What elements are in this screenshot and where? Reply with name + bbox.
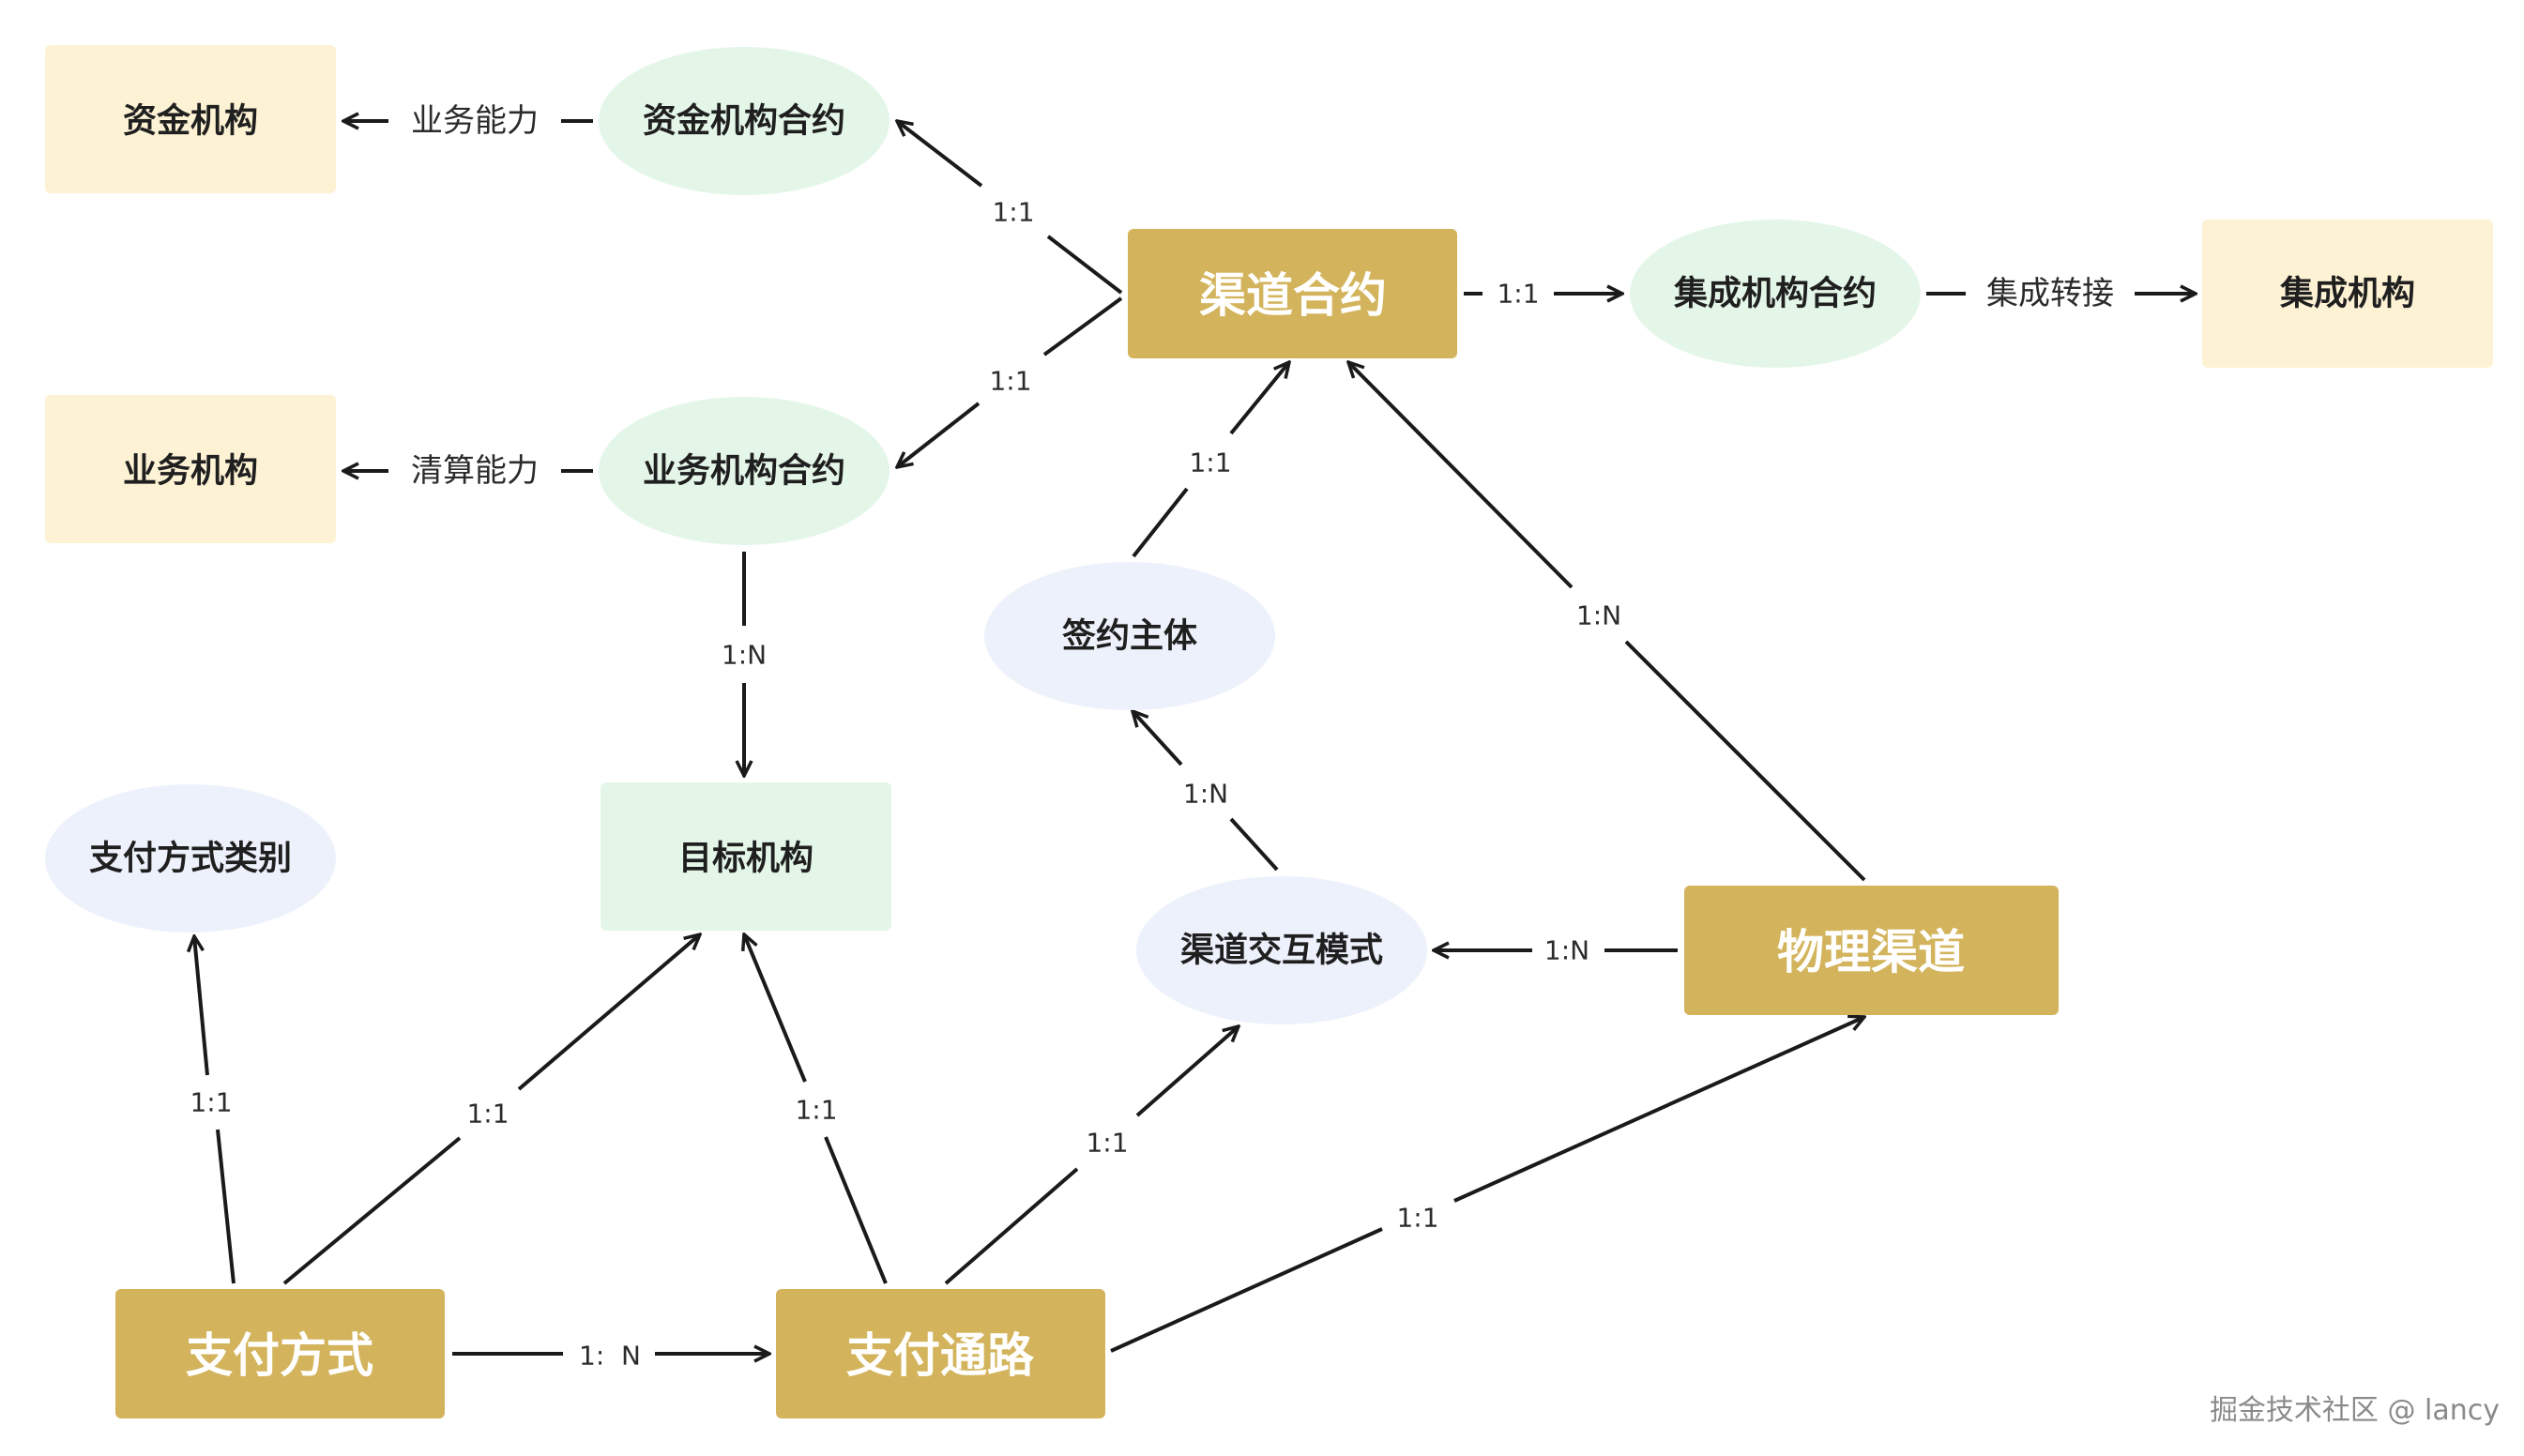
svg-text:物理渠道: 物理渠道	[1777, 925, 1965, 979]
node-yewu-heyue: 业务机构合约	[599, 397, 889, 545]
node-wuli-qudao: 物理渠道	[1684, 886, 2059, 1015]
edge-label-1toN: 1:N	[1544, 935, 1589, 966]
node-zhifu-fangshi: 支付方式	[115, 1289, 445, 1418]
edge-fangshi-to-leibie: 1:1	[190, 936, 236, 1284]
node-yewu-jigou: 业务机构	[45, 395, 336, 543]
edge-label-1toN: 1: N	[579, 1341, 641, 1372]
edge-zijin-heyue-to-zijin-jigou: 业务能力	[343, 102, 593, 140]
svg-text:支付方式类别: 支付方式类别	[89, 840, 292, 878]
edge-fangshi-to-mubiao: 1:1	[282, 934, 700, 1285]
edge-qianyue-to-qudao: 1:1	[1132, 362, 1289, 558]
edge-tonglu-to-mubiao: 1:1	[744, 934, 888, 1284]
node-zhifu-tonglu: 支付通路	[776, 1289, 1105, 1418]
svg-text:业务机构: 业务机构	[123, 452, 258, 491]
edge-label-1to1: 1:1	[795, 1095, 837, 1126]
edge-label-1to1: 1:1	[466, 1099, 509, 1130]
svg-text:渠道合约: 渠道合约	[1199, 268, 1387, 323]
svg-text:集成机构合约: 集成机构合约	[1673, 275, 1877, 313]
edge-wuli-to-jiaohu: 1:N	[1434, 935, 1678, 966]
svg-text:支付通路: 支付通路	[846, 1328, 1035, 1383]
svg-text:集成机构: 集成机构	[2279, 275, 2415, 313]
edge-label-1toN: 1:N	[722, 640, 767, 671]
edge-qudao-to-zijin-heyue: 1:1	[897, 121, 1123, 295]
edge-label-1to1: 1:1	[1086, 1128, 1128, 1159]
node-qianyue-zhuti: 签约主体	[984, 562, 1275, 710]
node-zijin-heyue: 资金机构合约	[599, 47, 889, 195]
node-jicheng-heyue: 集成机构合约	[1630, 220, 1921, 368]
svg-text:业务机构合约: 业务机构合约	[643, 452, 845, 491]
edge-label-yewu-nengli: 业务能力	[411, 102, 539, 140]
edge-label-1to1: 1:1	[1189, 447, 1231, 478]
edge-wuli-to-qudao: 1:N	[1348, 362, 1866, 882]
node-qudao-heyue: 渠道合约	[1128, 229, 1457, 358]
edge-tonglu-to-wuli: 1:1	[1110, 1017, 1864, 1353]
edge-yewu-heyue-to-mubiao: 1:N	[722, 552, 767, 776]
edge-qudao-to-jicheng-heyue: 1:1	[1464, 279, 1622, 310]
node-jicheng-jigou: 集成机构	[2202, 220, 2493, 368]
svg-text:支付方式: 支付方式	[186, 1328, 373, 1383]
edge-label-1toN: 1:N	[1183, 779, 1228, 810]
edge-label-1toN: 1:N	[1576, 600, 1621, 631]
watermark: 掘金技术社区 @ lancy	[2209, 1394, 2500, 1427]
svg-text:签约主体: 签约主体	[1062, 617, 1197, 656]
edge-jiaohu-to-qianyue: 1:N	[1133, 711, 1279, 872]
edge-label-1to1: 1:1	[190, 1087, 232, 1118]
edge-label-1to1: 1:1	[1497, 279, 1539, 310]
node-zijin-jigou: 资金机构	[45, 45, 336, 193]
edge-label-1to1: 1:1	[989, 366, 1031, 397]
svg-text:资金机构合约: 资金机构合约	[643, 101, 845, 141]
edge-jicheng-heyue-to-jicheng-jigou: 集成转接	[1926, 275, 2196, 312]
svg-text:目标机构: 目标机构	[678, 840, 813, 878]
edge-label-1to1: 1:1	[992, 197, 1034, 228]
edge-label-jicheng-zhuanjie: 集成转接	[1986, 275, 2114, 312]
svg-text:资金机构: 资金机构	[123, 101, 258, 141]
edge-yewu-heyue-to-yewu-jigou: 清算能力	[343, 452, 593, 490]
svg-text:渠道交互模式: 渠道交互模式	[1180, 931, 1383, 970]
edge-fangshi-to-tonglu: 1: N	[452, 1341, 769, 1372]
edge-label-1to1: 1:1	[1396, 1203, 1438, 1234]
edge-tonglu-to-jiaohu: 1:1	[944, 1026, 1239, 1285]
edge-qudao-to-yewu-heyue: 1:1	[897, 296, 1123, 467]
node-zhifu-leibie: 支付方式类别	[45, 784, 336, 933]
edge-label-qingsuan-nengli: 清算能力	[411, 452, 539, 490]
node-mubiao-jigou: 目标机构	[601, 782, 891, 931]
node-jiaohu-moshi: 渠道交互模式	[1136, 876, 1427, 1024]
